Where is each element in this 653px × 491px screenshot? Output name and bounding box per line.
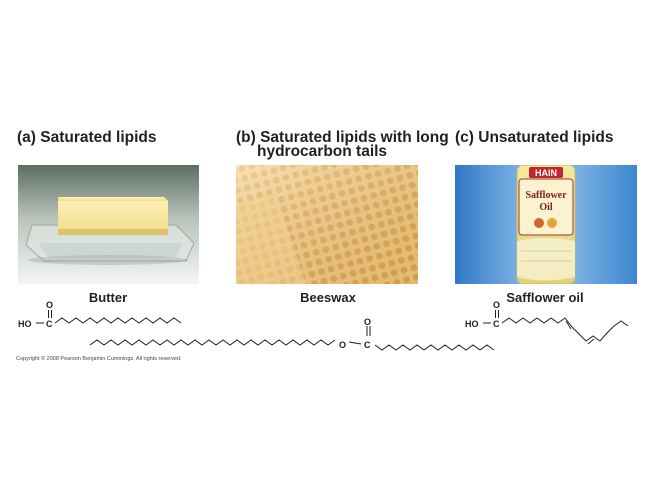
safflower-ho: HO	[465, 319, 479, 329]
safflower-carbon: C	[493, 319, 500, 329]
heading-unsaturated: (c) Unsaturated lipids	[455, 129, 614, 146]
beeswax-ester-oxygen: O	[339, 340, 346, 350]
butter-oxygen: O	[46, 300, 53, 310]
beeswax-structure	[89, 326, 495, 351]
heading-saturated-long-line1: (b) Saturated lipids with long	[236, 129, 449, 146]
copyright-text: Copyright © 2008 Pearson Benjamin Cummin…	[16, 356, 182, 362]
safflower-photo: HAIN Safflower Oil	[455, 165, 637, 284]
butter-structure	[36, 310, 182, 324]
heading-saturated: (a) Saturated lipids	[17, 129, 157, 146]
butter-ho: HO	[18, 319, 32, 329]
beeswax-photo	[236, 165, 418, 284]
heading-saturated-long-line2: hydrocarbon tails	[257, 143, 388, 160]
beeswax-carbon: C	[364, 340, 371, 350]
label-safflower-oil: Safflower oil	[506, 290, 584, 305]
safflower-structure	[483, 310, 629, 345]
bottle-brand: HAIN	[535, 168, 557, 178]
bottle-product-line1: Safflower	[525, 190, 567, 201]
label-beeswax: Beeswax	[300, 290, 356, 305]
heading-saturated-long: (b) Saturated lipids with long hydrocarb…	[236, 129, 449, 160]
label-butter: Butter	[88, 290, 128, 305]
butter-carbon: C	[46, 319, 53, 329]
beeswax-carbonyl-oxygen: O	[364, 317, 371, 327]
safflower-oxygen: O	[493, 300, 500, 310]
bottle-product-line2: Oil	[539, 202, 553, 213]
butter-photo	[18, 165, 199, 284]
